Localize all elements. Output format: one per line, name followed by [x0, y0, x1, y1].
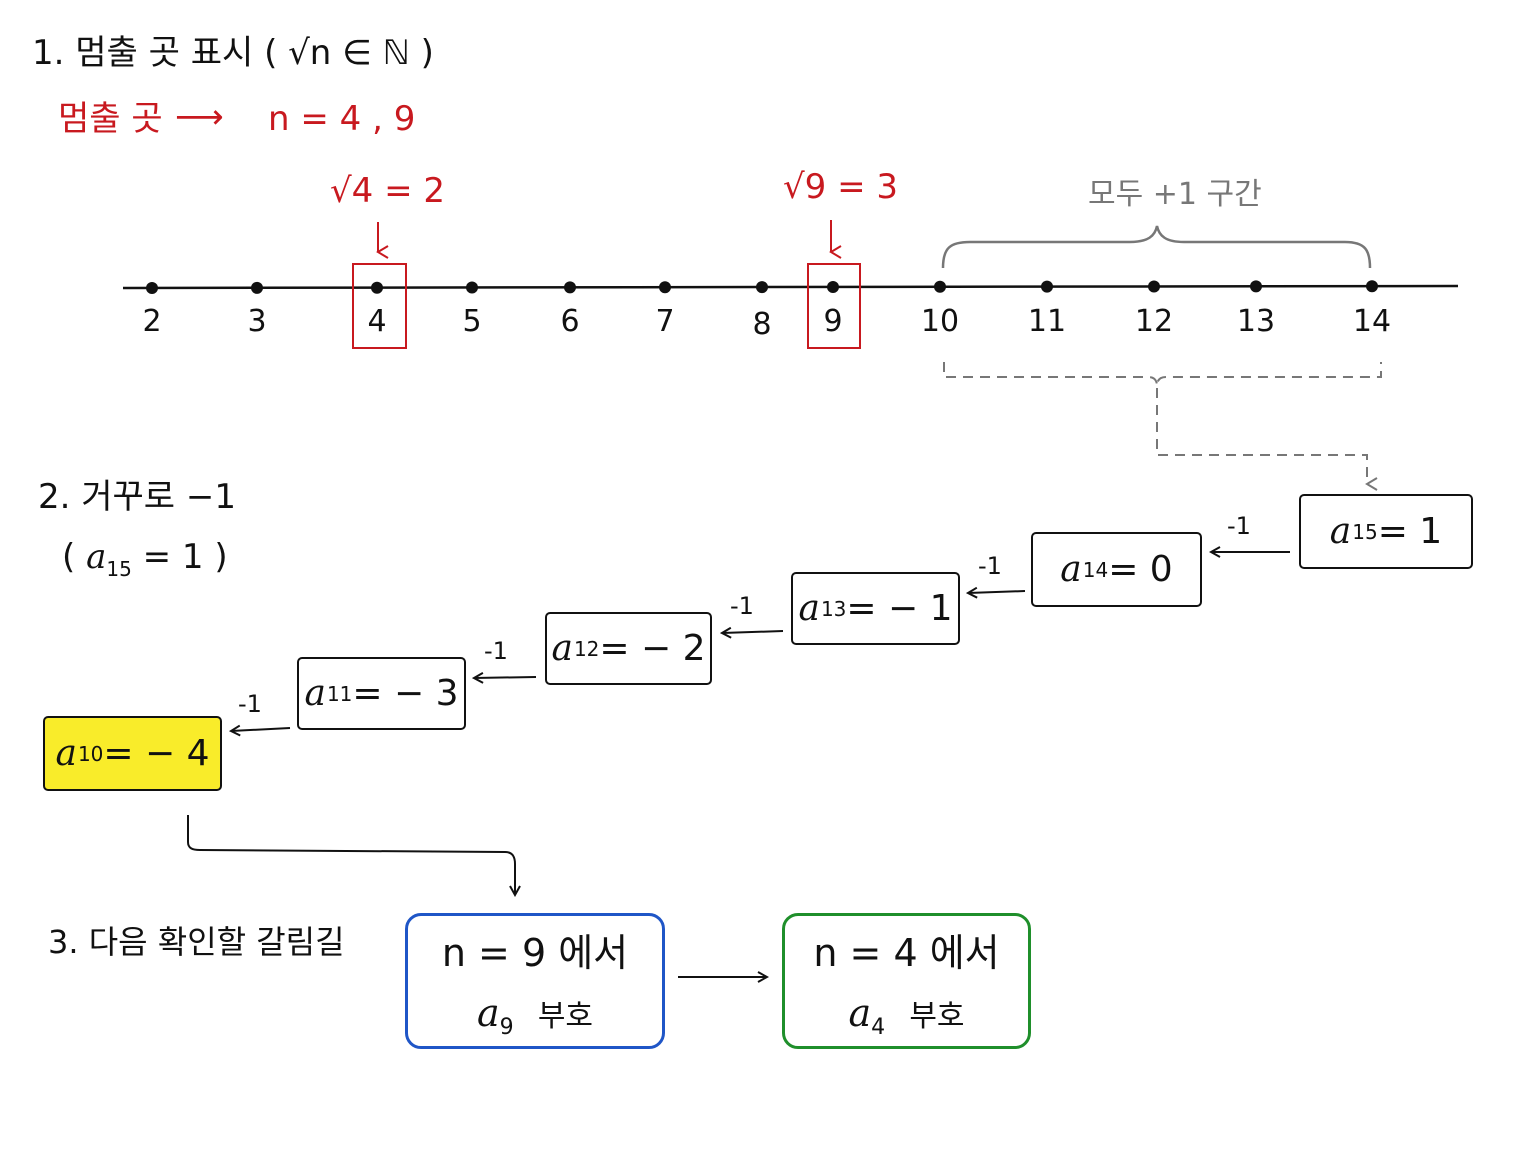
- box-sub: 15: [1352, 519, 1378, 544]
- sqrt9-label: √9 = 3: [783, 167, 899, 207]
- number-line-tick-label: 5: [462, 304, 482, 339]
- number-line-tick-label: 11: [1027, 304, 1067, 339]
- step-label-4: -1: [484, 637, 508, 665]
- number-line-tick-label: 13: [1236, 304, 1276, 339]
- number-line-dot: [1148, 280, 1160, 293]
- section2-initial: ( a15 = 1 ): [62, 537, 228, 581]
- sqrt4-label: √4 = 2: [330, 171, 446, 211]
- initial-var: a: [86, 537, 107, 577]
- number-line-dot: [756, 281, 768, 294]
- step-arrow-4: [474, 677, 537, 678]
- box-sub: 12: [573, 636, 600, 661]
- number-line-dot: [934, 280, 946, 293]
- box-val: = − 3: [352, 673, 459, 714]
- box2-line1: n = 4 에서: [813, 931, 1000, 975]
- box1-line1: n = 9 에서: [441, 931, 629, 975]
- number-line-tick-label: 10: [920, 304, 960, 339]
- box-val: = − 4: [103, 733, 210, 774]
- number-line-tick-label: 9: [823, 304, 843, 339]
- number-line-tick-label: 4: [367, 304, 387, 339]
- range-dashed-bracket: [943, 362, 1382, 387]
- stop-values: n = 4 , 9: [268, 99, 416, 139]
- number-line-tick-label: 14: [1352, 304, 1392, 339]
- box-val: = − 1: [846, 588, 953, 629]
- number-line-dots: [146, 280, 1378, 294]
- number-line-dot: [827, 280, 839, 293]
- number-line-dot: [146, 282, 158, 294]
- step-arrow-5: [231, 728, 291, 731]
- number-line-tick-label: 12: [1134, 304, 1174, 339]
- step-label-5: -1: [238, 690, 262, 718]
- box-sub: 10: [77, 741, 104, 766]
- number-line-tick-label: 2: [142, 304, 162, 339]
- section2-heading: 2. 거꾸로 −1: [38, 477, 237, 517]
- range-label: 모두 +1 구간: [1088, 177, 1262, 212]
- next-check-box-n9: n = 9 에서 a9 부호: [405, 913, 665, 1049]
- step-label-2: -1: [978, 552, 1002, 580]
- highlight-box-9: [807, 263, 861, 349]
- range-brace: [941, 225, 1372, 269]
- stop-arrow: ⟶: [175, 97, 224, 137]
- number-line-dot: [659, 281, 671, 294]
- number-line-tick-label: 6: [560, 304, 580, 339]
- number-line-dot: [251, 281, 263, 294]
- box-val: = 0: [1108, 549, 1173, 590]
- box2-line2: a4 부호: [848, 991, 965, 1040]
- number-line-dot: [371, 281, 383, 294]
- number-line-dot: [564, 281, 576, 294]
- section1-heading: 1. 멈출 곳 표시 ( √n ∈ ℕ ): [32, 33, 434, 73]
- number-line-tick-label: 8: [752, 307, 772, 342]
- step-label-3: -1: [730, 592, 754, 620]
- number-line-dot: [1041, 280, 1053, 293]
- step-arrow-2: [968, 591, 1026, 593]
- number-line-tick-label: 7: [655, 304, 675, 339]
- section3-heading: 3. 다음 확인할 갈림길: [48, 923, 345, 961]
- number-line-dot: [1366, 280, 1378, 293]
- step-arrow-3: [722, 631, 784, 633]
- number-line-axis: [122, 284, 1459, 290]
- a10-to-next-arrow: [187, 815, 515, 895]
- highlight-box-4: [352, 263, 407, 349]
- initial-val: = 1: [131, 537, 204, 577]
- next-check-box-n4: n = 4 에서 a4 부호: [782, 913, 1031, 1049]
- initial-sub: 15: [106, 556, 132, 581]
- number-line-dot: [1250, 280, 1262, 293]
- range-dashed-arrow: [1156, 388, 1378, 491]
- step-label-1: -1: [1227, 512, 1251, 540]
- box-sub: 11: [326, 681, 353, 706]
- box-sub: 14: [1082, 557, 1109, 582]
- box-val: = 1: [1377, 511, 1443, 552]
- number-line-tick-label: 3: [247, 304, 267, 339]
- box-val: = − 2: [599, 628, 706, 669]
- number-line-dot: [466, 281, 478, 294]
- stop-label: 멈출 곳: [58, 99, 163, 139]
- box1-line2: a9 부호: [476, 991, 594, 1040]
- box-sub: 13: [820, 596, 847, 621]
